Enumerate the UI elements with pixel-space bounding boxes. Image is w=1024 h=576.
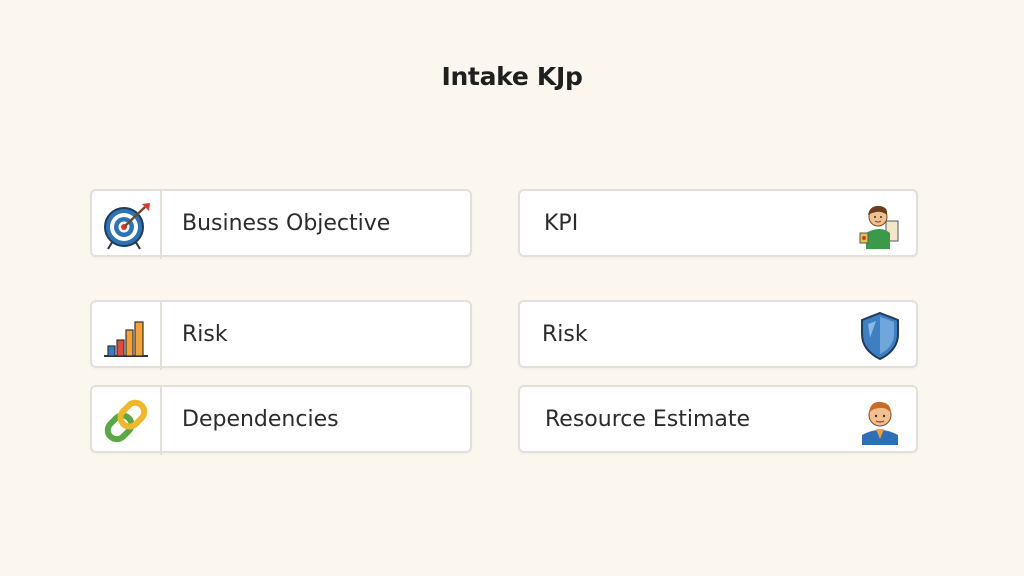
target-arrow-icon [104, 203, 150, 250]
card-resource-estimate[interactable]: Resource Estimate [518, 385, 918, 453]
card-label: Dependencies [182, 406, 339, 432]
shield-icon [854, 310, 906, 362]
card-kpi[interactable]: KPI [518, 189, 918, 257]
card-label: Risk [182, 321, 228, 347]
card-label: KPI [544, 210, 579, 236]
card-risk-right[interactable]: Risk [518, 300, 918, 368]
card-label: Risk [542, 321, 588, 347]
card-business-objective[interactable]: Business Objective [90, 189, 472, 259]
icon-tile [92, 387, 162, 455]
chain-link-icon [104, 399, 148, 443]
page-title: Intake KJp [441, 62, 583, 91]
card-label: Business Objective [182, 210, 391, 236]
card-risk-left[interactable]: Risk [90, 300, 472, 370]
icon-tile [92, 191, 162, 259]
bar-chart-icon [104, 321, 148, 357]
person-avatar-icon [854, 395, 906, 447]
card-dependencies[interactable]: Dependencies [90, 385, 472, 455]
person-with-sign-icon [854, 199, 906, 251]
card-label: Resource Estimate [545, 406, 751, 432]
icon-tile [92, 302, 162, 370]
